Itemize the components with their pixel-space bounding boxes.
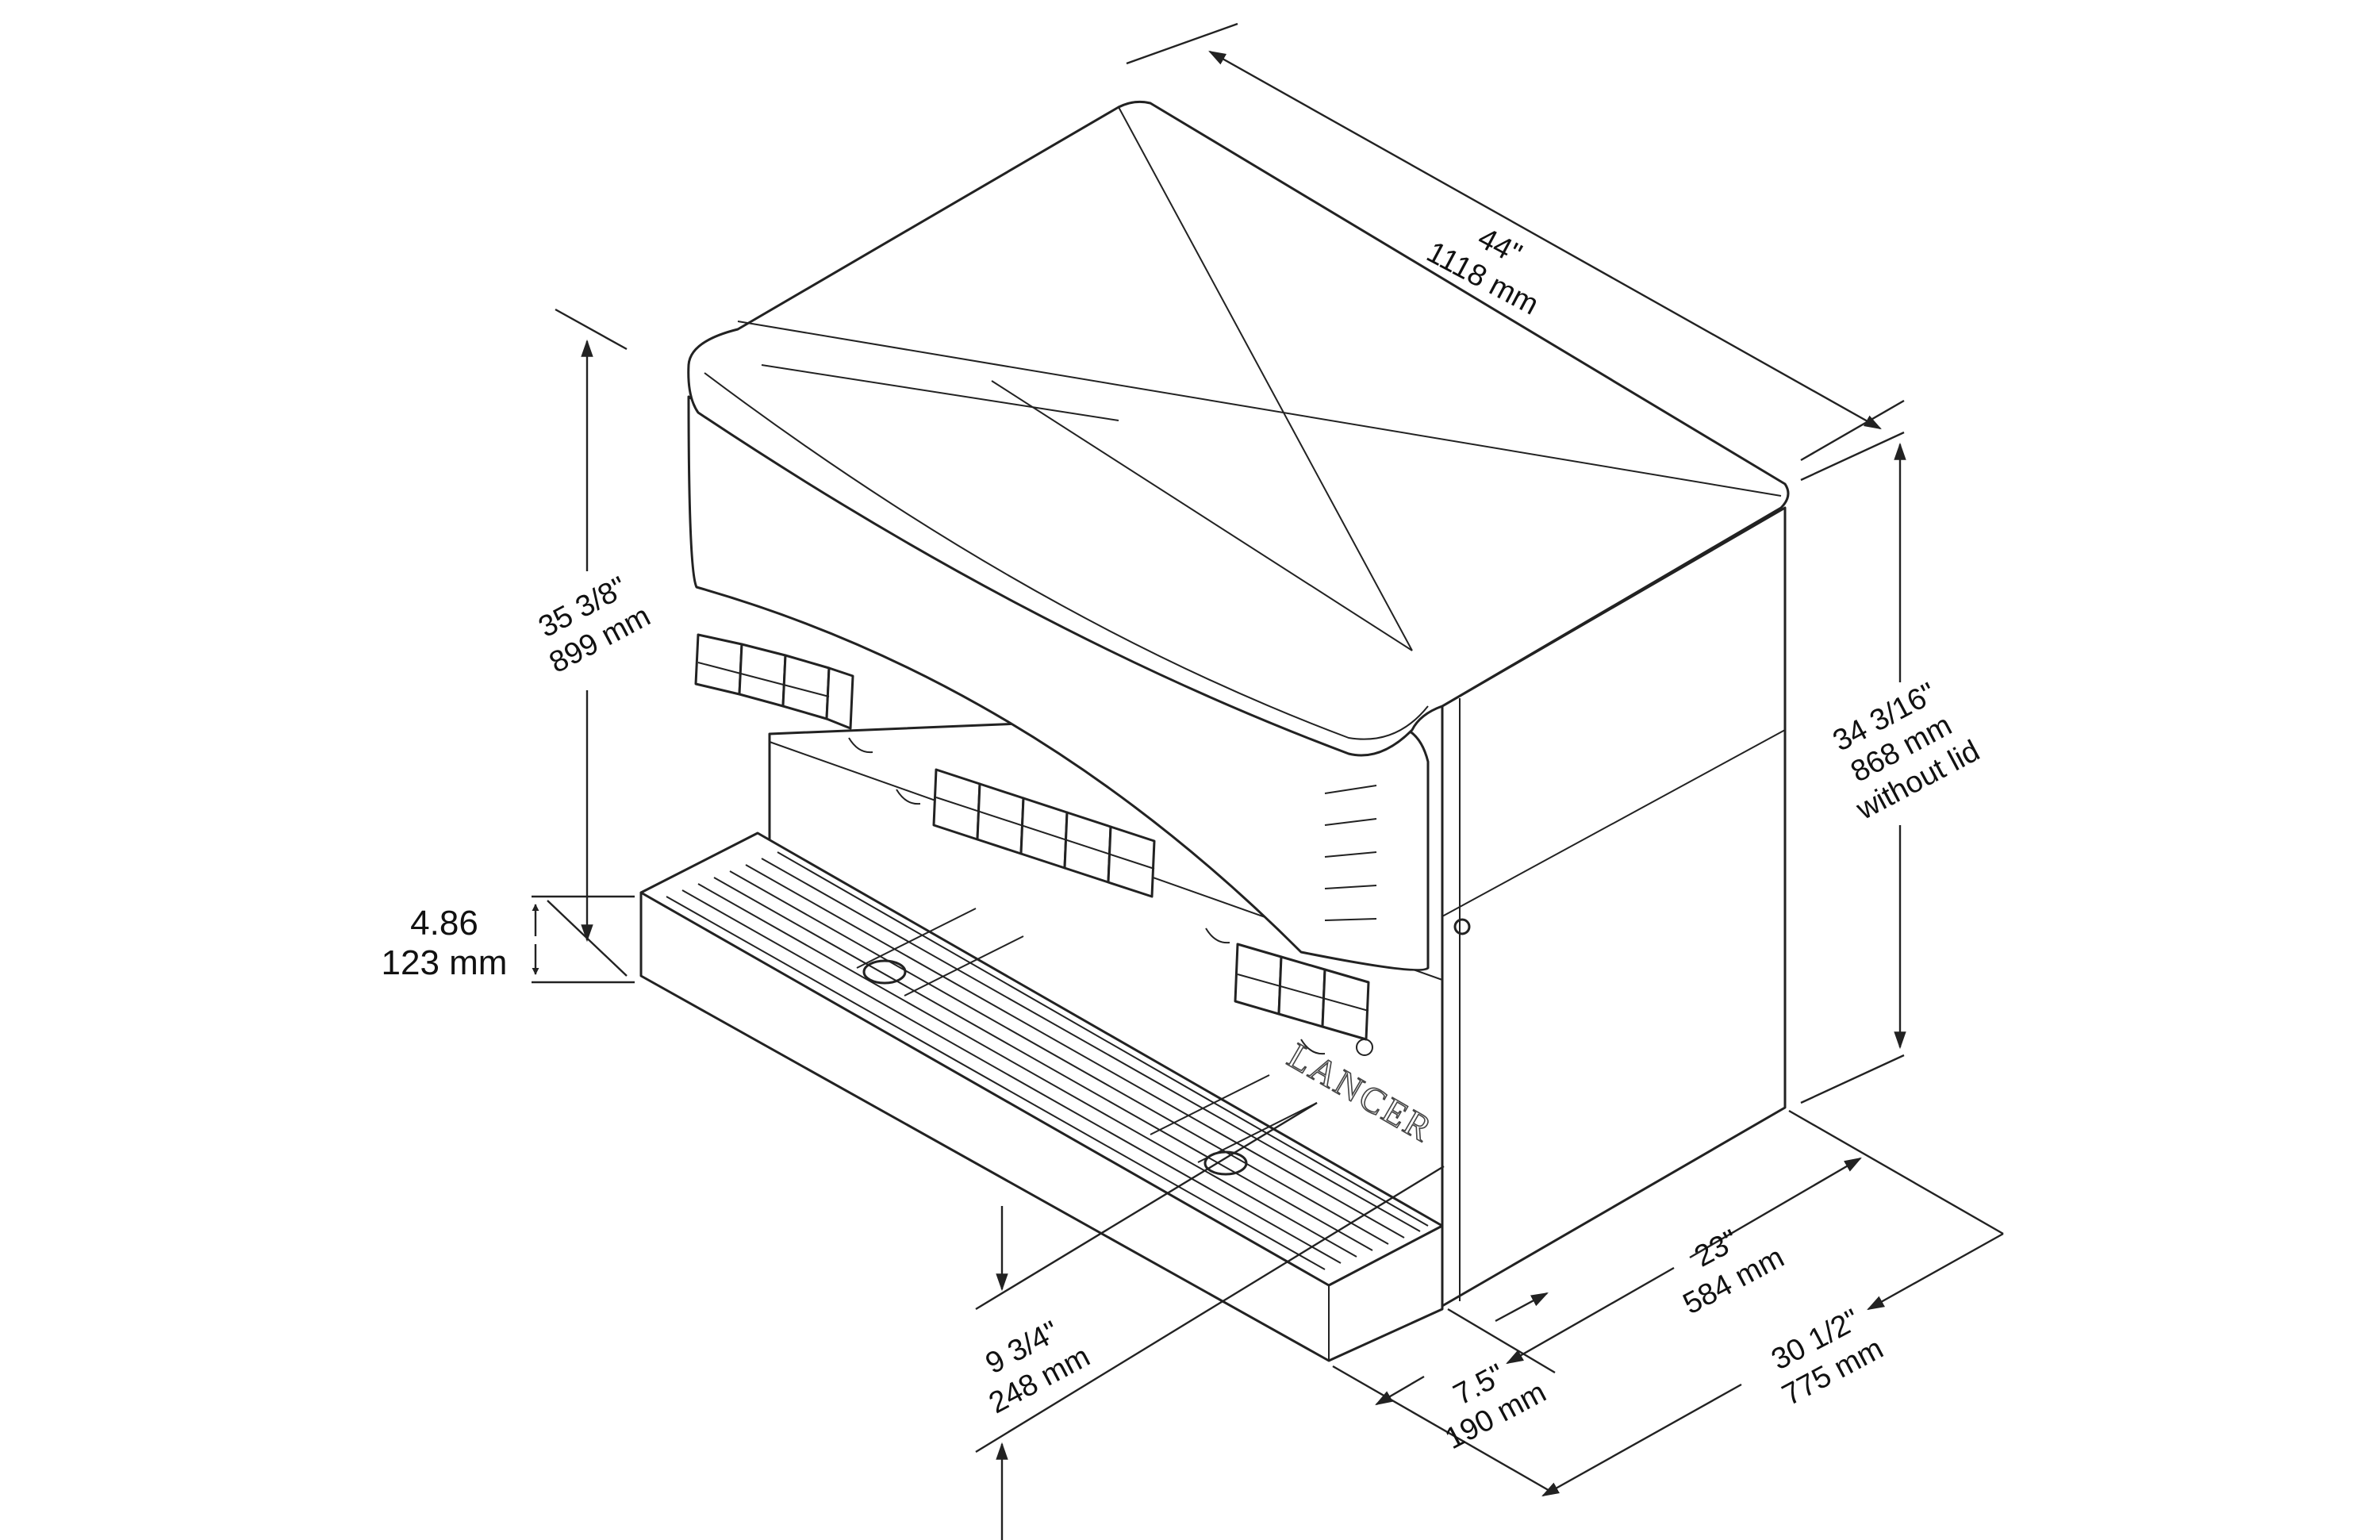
dispenser-body [687, 100, 1790, 1308]
valve-group-center [932, 768, 1156, 898]
valve-row [694, 633, 1373, 1056]
drip-tray [639, 831, 1444, 1362]
drain-icon-left [862, 959, 907, 985]
dimension-lines [532, 22, 2004, 1540]
height-overall-label: 35 3/8" 899 mm [533, 570, 656, 680]
drip-tray-grate [666, 851, 1429, 1270]
tray-height-label: 4.86 123 mm [382, 904, 508, 982]
drain-icon-right [1203, 1150, 1248, 1176]
height-without-lid-label: 34 3/16" 868 mm without lid [1828, 677, 1986, 828]
tray-projection-label: 7.5" 190 mm [1440, 1358, 1552, 1456]
valve-group-right [1234, 943, 1370, 1041]
depth-label: 23" 584 mm [1678, 1223, 1790, 1321]
tray-height-metric: 123 mm [382, 943, 508, 982]
overall-depth-label: 30 1/2" 775 mm [1766, 1303, 1889, 1412]
valve-group-left [694, 633, 854, 730]
tray-height-imperial: 4.86 [410, 904, 478, 943]
clearance-label: 9 3/4" 248 mm [981, 1315, 1096, 1420]
side-lock-icon [1453, 918, 1471, 935]
